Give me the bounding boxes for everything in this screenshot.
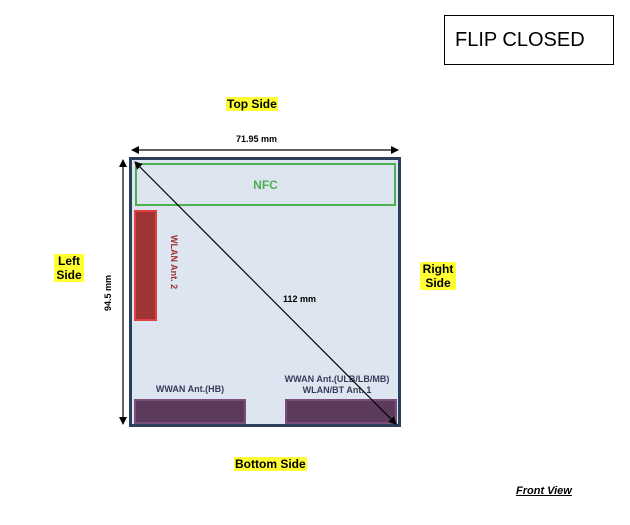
- width-dimension-label: 71.95 mm: [236, 134, 278, 144]
- diagonal-dimension-label: 112 mm: [283, 294, 317, 304]
- flip-state-label: FLIP CLOSED: [455, 28, 585, 51]
- right-side-label: Right Side: [420, 262, 456, 290]
- front-view-label: Front View: [516, 485, 572, 497]
- left-side-label: Left Side: [54, 254, 84, 282]
- diagonal-dimension-line: [134, 161, 397, 425]
- bottom-side-label: Bottom Side: [234, 457, 307, 471]
- top-side-label: Top Side: [226, 97, 278, 111]
- flip-state-box: FLIP CLOSED: [444, 15, 614, 65]
